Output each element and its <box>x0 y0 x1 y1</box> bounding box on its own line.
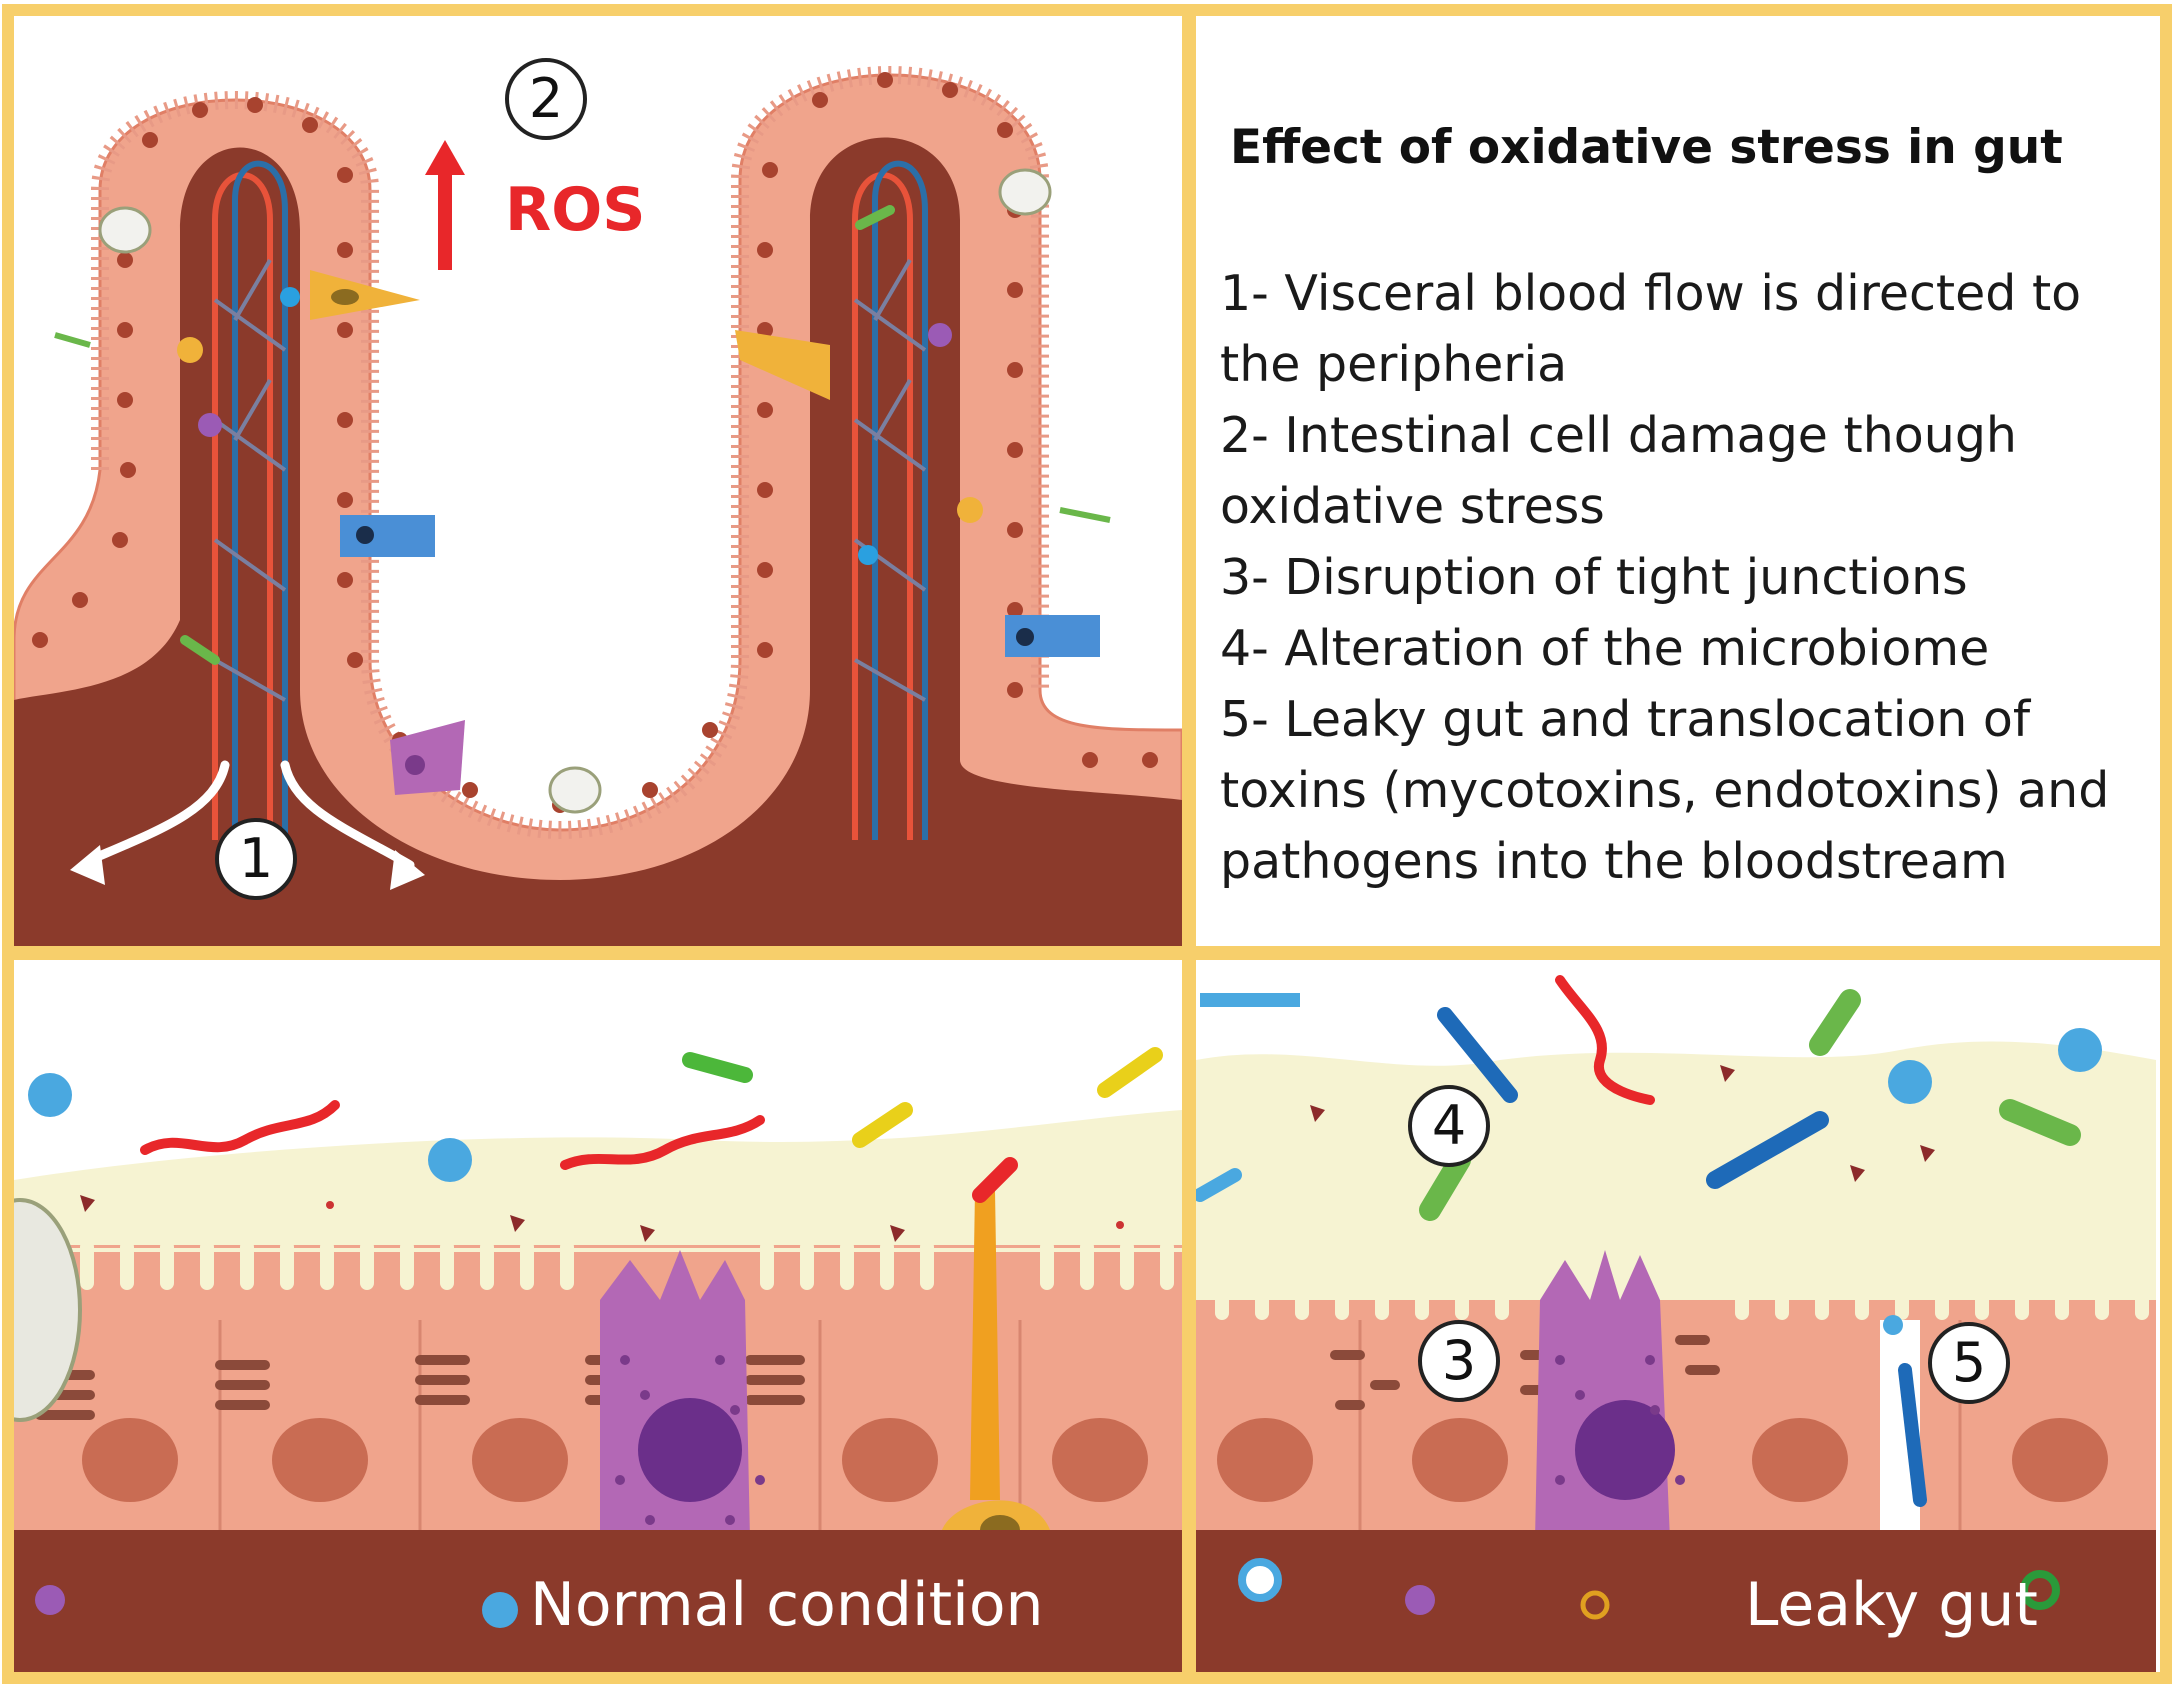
legend-list: 1- Visceral blood flow is directed to th… <box>1220 258 2160 897</box>
legend-item-3: 3- Disruption of tight junctions <box>1220 549 1968 606</box>
marker-5: 5 <box>1928 1322 2010 1404</box>
normal-condition-illustration <box>14 960 1182 1672</box>
marker-2: 2 <box>505 58 587 140</box>
legend-item-2: 2- Intestinal cell damage though oxidati… <box>1220 407 2017 535</box>
panel-bottom-right-border <box>1184 948 2172 1684</box>
brush-border <box>91 66 1049 840</box>
ros-label: ROS <box>505 175 646 245</box>
lamina-propria <box>14 137 1182 946</box>
marker-1: 1 <box>215 818 297 900</box>
marker-3: 3 <box>1418 1320 1500 1402</box>
legend-item-1: 1- Visceral blood flow is directed to th… <box>1220 265 2082 393</box>
villi-illustration <box>14 16 1182 946</box>
normal-condition-label: Normal condition <box>530 1570 1044 1640</box>
leaky-gut-illustration <box>1196 960 2156 1672</box>
legend-item-5: 5- Leaky gut and translocation of toxins… <box>1220 691 2110 890</box>
legend-item-4: 4- Alteration of the microbiome <box>1220 620 1990 677</box>
leaky-gut-label: Leaky gut <box>1745 1570 2038 1640</box>
figure-title: Effect of oxidative stress in gut <box>1230 120 2063 175</box>
marker-4: 4 <box>1408 1085 1490 1167</box>
